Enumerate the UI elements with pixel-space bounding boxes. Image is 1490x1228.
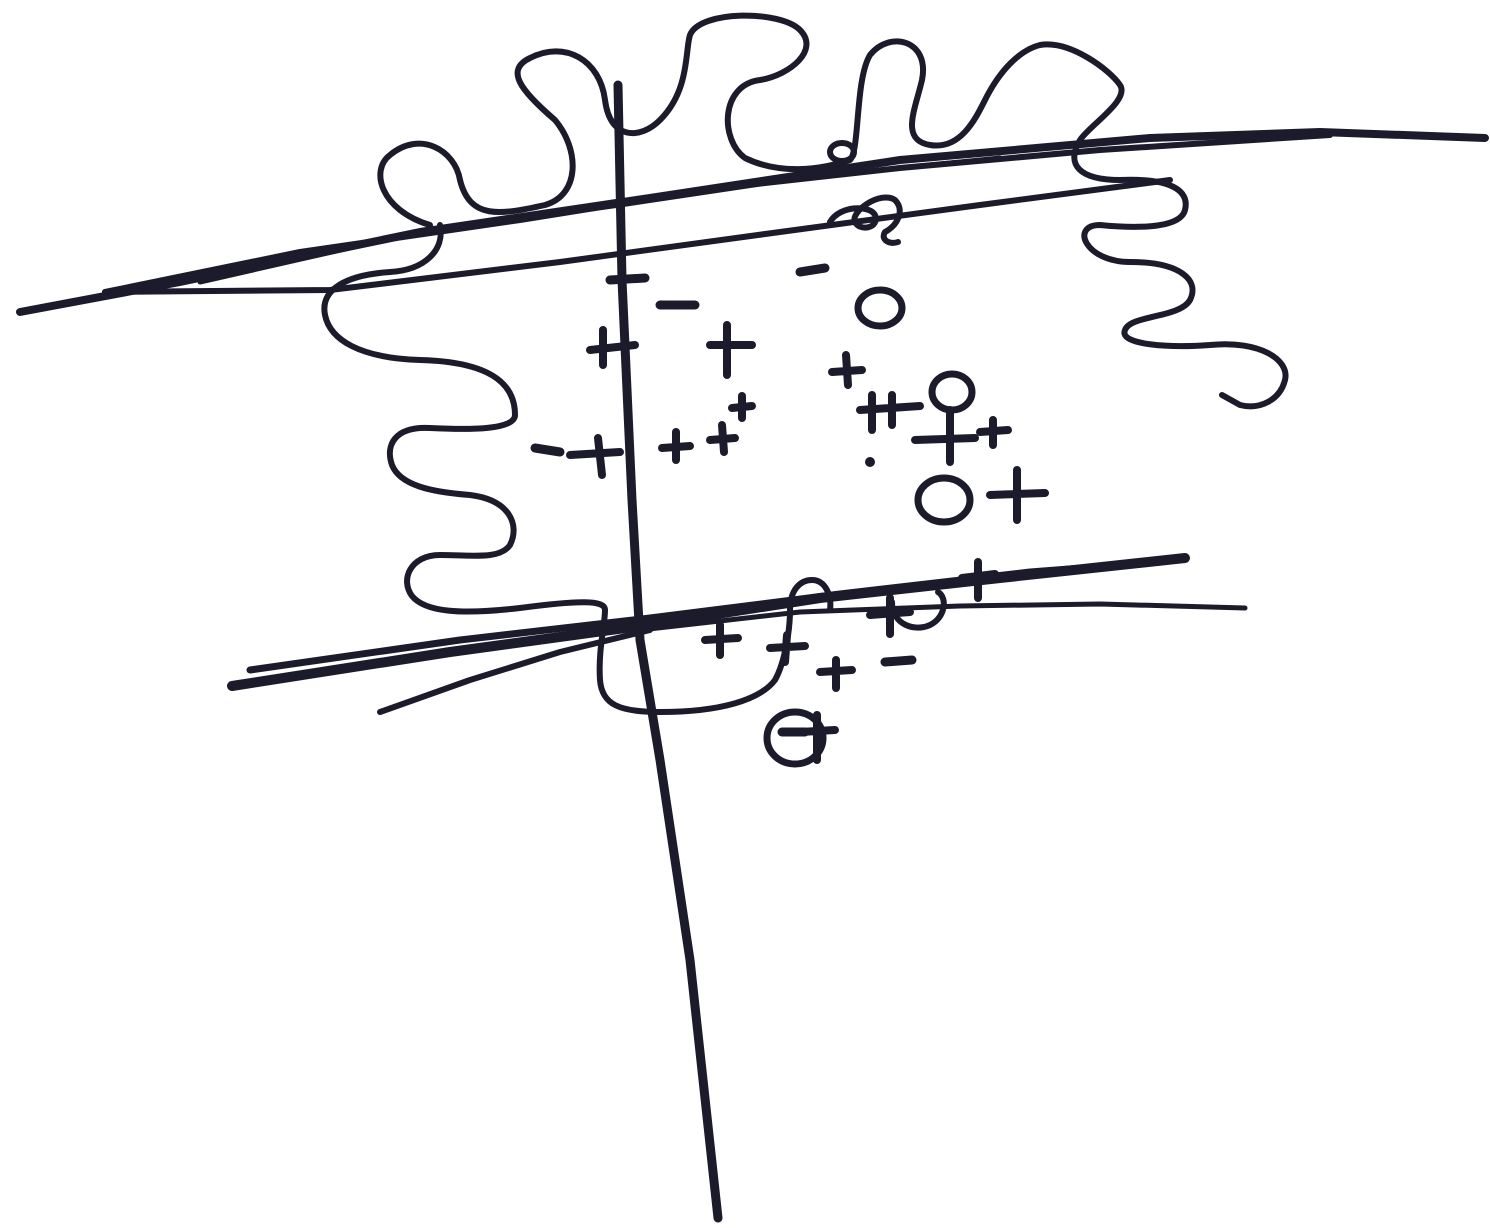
- ink-dot: [866, 458, 874, 466]
- minus-sign: [885, 660, 912, 662]
- minus-sign: [800, 268, 825, 272]
- minus-sign: [535, 448, 560, 452]
- minus-sign: [610, 278, 645, 280]
